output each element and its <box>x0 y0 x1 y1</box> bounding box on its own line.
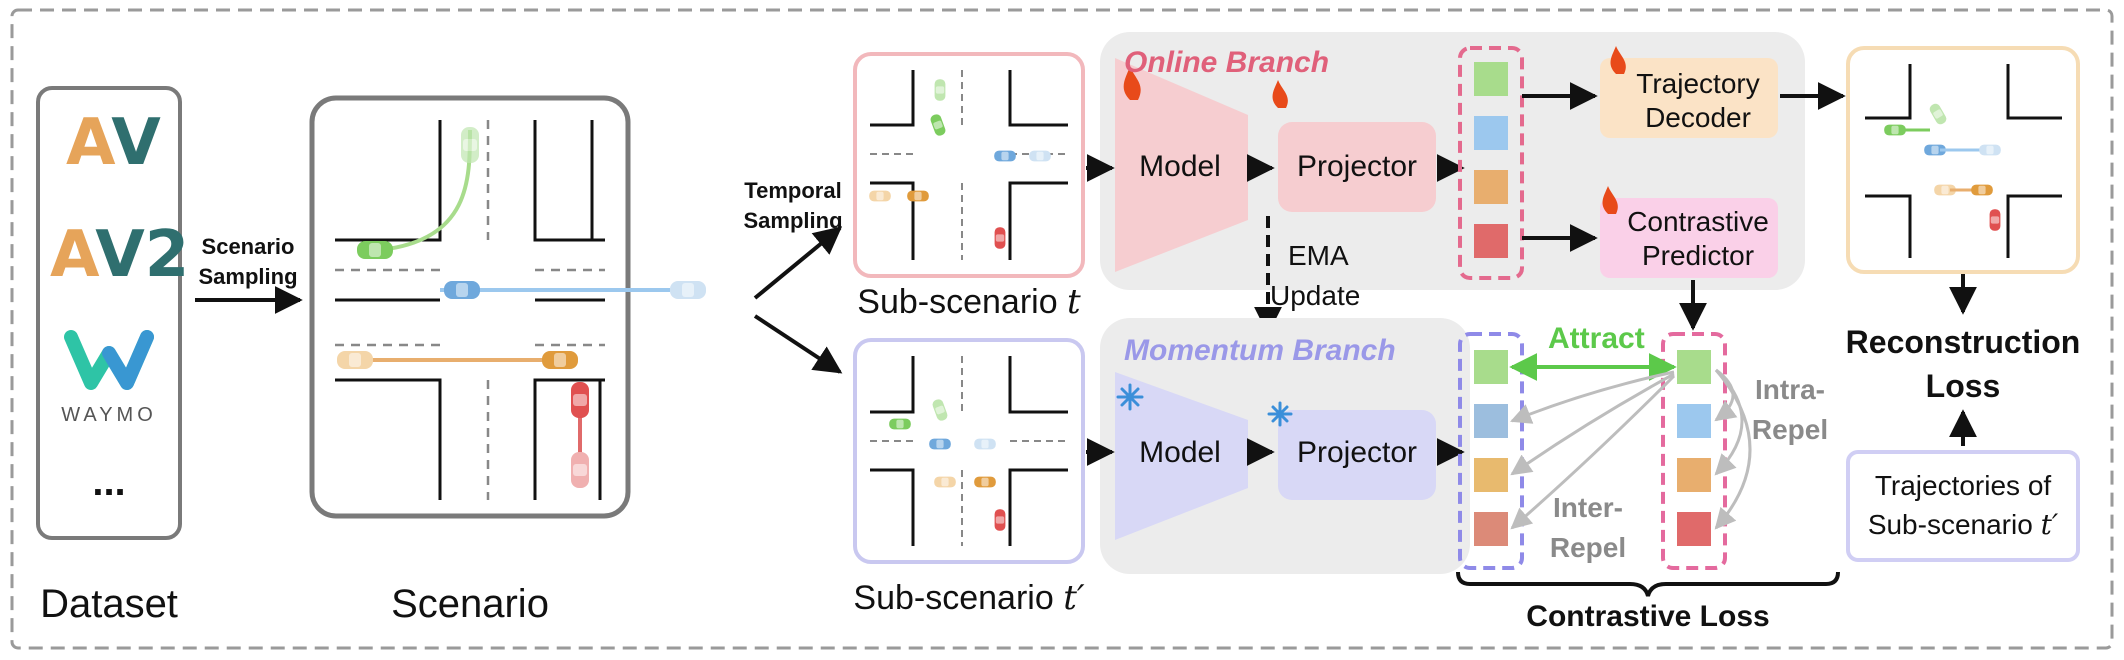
av-logo: AV <box>66 108 161 178</box>
waymo-logo <box>64 330 154 390</box>
intra-repel-line2: Repel <box>1751 414 1829 445</box>
sub-scenario-t-prime-roads <box>870 356 1068 546</box>
sub-scenario-t-var: t <box>1067 282 1081 322</box>
av2-logo-a: A <box>50 218 96 292</box>
trajectories-line1: Trajectories of <box>1874 470 2052 501</box>
contrastive-loss-label: Contrastive Loss <box>1526 600 1770 633</box>
av2-logo: AV2 <box>50 220 189 290</box>
attract-label: Attract <box>1548 322 1645 355</box>
av-logo-a: A <box>66 106 112 180</box>
red-car <box>571 382 589 418</box>
sub-scenario-t-prime-var: t′ <box>1063 578 1085 618</box>
red-car-end <box>571 452 589 488</box>
sub-scenario-t-prefix: Sub-scenario <box>857 283 1068 321</box>
scenario-sampling-line1: Scenario <box>201 234 295 259</box>
trajectories-line2-prefix: Sub-scenario <box>1867 509 2041 540</box>
av-logo-v: V <box>111 106 161 180</box>
green-car-start <box>461 127 479 163</box>
momentum-model-block <box>1115 372 1248 540</box>
inter-repel-line2: Repel <box>1549 532 1627 563</box>
blue-car <box>444 281 480 299</box>
online-projector-label: Projector <box>1296 150 1418 183</box>
sub-scenario-t-label: Sub-scenario t <box>857 282 1080 322</box>
online-emb-orange <box>1474 170 1508 204</box>
orange-car <box>542 351 578 369</box>
scenario-box <box>309 95 631 519</box>
ema-line2: Update <box>1270 280 1361 311</box>
trajectory-decoder-block <box>1600 58 1778 138</box>
predictor-emb-orange <box>1677 458 1711 492</box>
scenario-sampling-line2: Sampling <box>198 264 298 289</box>
predictor-emb-blue <box>1677 404 1711 438</box>
scenario-map-dashes <box>335 120 605 500</box>
online-emb-blue <box>1474 116 1508 150</box>
sub-scenario-t-box <box>853 52 1085 278</box>
waymo-logo-text: WAYMO <box>61 404 157 426</box>
online-model-block <box>1115 58 1248 272</box>
trajectories-line2: Sub-scenario t′ <box>1868 508 2058 541</box>
momentum-emb-orange <box>1474 458 1508 492</box>
sub-scenario-t-prime-box <box>853 338 1085 564</box>
blue-car-end <box>670 281 706 299</box>
sub-scenario-t-prime-label: Sub-scenario t′ <box>853 578 1084 618</box>
inter-repel-line1: Inter- <box>1553 492 1623 523</box>
online-emb-red <box>1474 224 1508 258</box>
ema-line1: EMA <box>1288 240 1349 271</box>
temporal-arrow-down <box>753 314 843 374</box>
predictor-emb-red <box>1677 512 1711 546</box>
momentum-emb-red <box>1474 512 1508 546</box>
scenario-label: Scenario <box>391 582 549 626</box>
reconstruction-loss-line2: Loss <box>1925 368 2001 404</box>
temporal-sampling-line2: Sampling <box>743 208 843 233</box>
orange-car-start <box>337 351 373 369</box>
trajectories-box <box>1846 450 2080 562</box>
trajectories-line2-var: t′ <box>2040 508 2059 541</box>
momentum-branch-title: Momentum Branch <box>1124 334 1396 367</box>
inter-repel-arrows <box>1510 370 1676 530</box>
online-embedding-box <box>1458 46 1524 280</box>
predictor-emb-green <box>1677 350 1711 384</box>
trajectory-decoder-line2: Decoder <box>1645 102 1751 133</box>
momentum-emb-blue <box>1474 404 1508 438</box>
momentum-model-label: Model <box>1139 436 1221 469</box>
contrastive-loss-brace <box>1456 571 1840 597</box>
av2-logo-v2: V2 <box>95 218 190 292</box>
intra-repel-arrows <box>1714 368 1752 530</box>
momentum-embedding-box <box>1458 332 1524 570</box>
dataset-label: Dataset <box>40 582 178 626</box>
dataset-ellipsis: ... <box>92 460 126 504</box>
contrastive-predictor-block <box>1600 198 1778 278</box>
intra-repel-line1: Intra- <box>1755 374 1825 405</box>
reconstruction-loss-line1: Reconstruction <box>1845 324 2081 360</box>
contrastive-predictor-line1: Contrastive <box>1627 206 1769 237</box>
temporal-arrow-up <box>753 226 843 300</box>
temporal-sampling-line1: Temporal <box>744 178 842 203</box>
momentum-emb-green <box>1474 350 1508 384</box>
sub-scenario-t-roads <box>870 70 1068 260</box>
momentum-projector-block <box>1278 410 1436 500</box>
reconstruction-roads <box>1865 64 2062 258</box>
green-car <box>357 241 393 259</box>
predictor-embedding-box <box>1661 332 1727 570</box>
sub-scenario-t-prime-prefix: Sub-scenario <box>853 579 1064 617</box>
trajectory-decoder-line1: Trajectory <box>1636 68 1760 99</box>
online-branch-title: Online Branch <box>1124 46 1330 79</box>
reconstruction-scenario-box <box>1846 46 2080 274</box>
snowflake-icon <box>1116 383 1293 427</box>
dataset-box <box>36 86 182 540</box>
online-projector-block <box>1278 122 1436 212</box>
outer-frame <box>10 8 2114 650</box>
scenario-map-roads <box>335 120 605 500</box>
online-model-label: Model <box>1139 150 1221 183</box>
contrastive-predictor-line2: Predictor <box>1641 240 1755 271</box>
fire-icon <box>1123 46 1626 214</box>
online-emb-green <box>1474 62 1508 96</box>
momentum-projector-label: Projector <box>1296 436 1418 469</box>
